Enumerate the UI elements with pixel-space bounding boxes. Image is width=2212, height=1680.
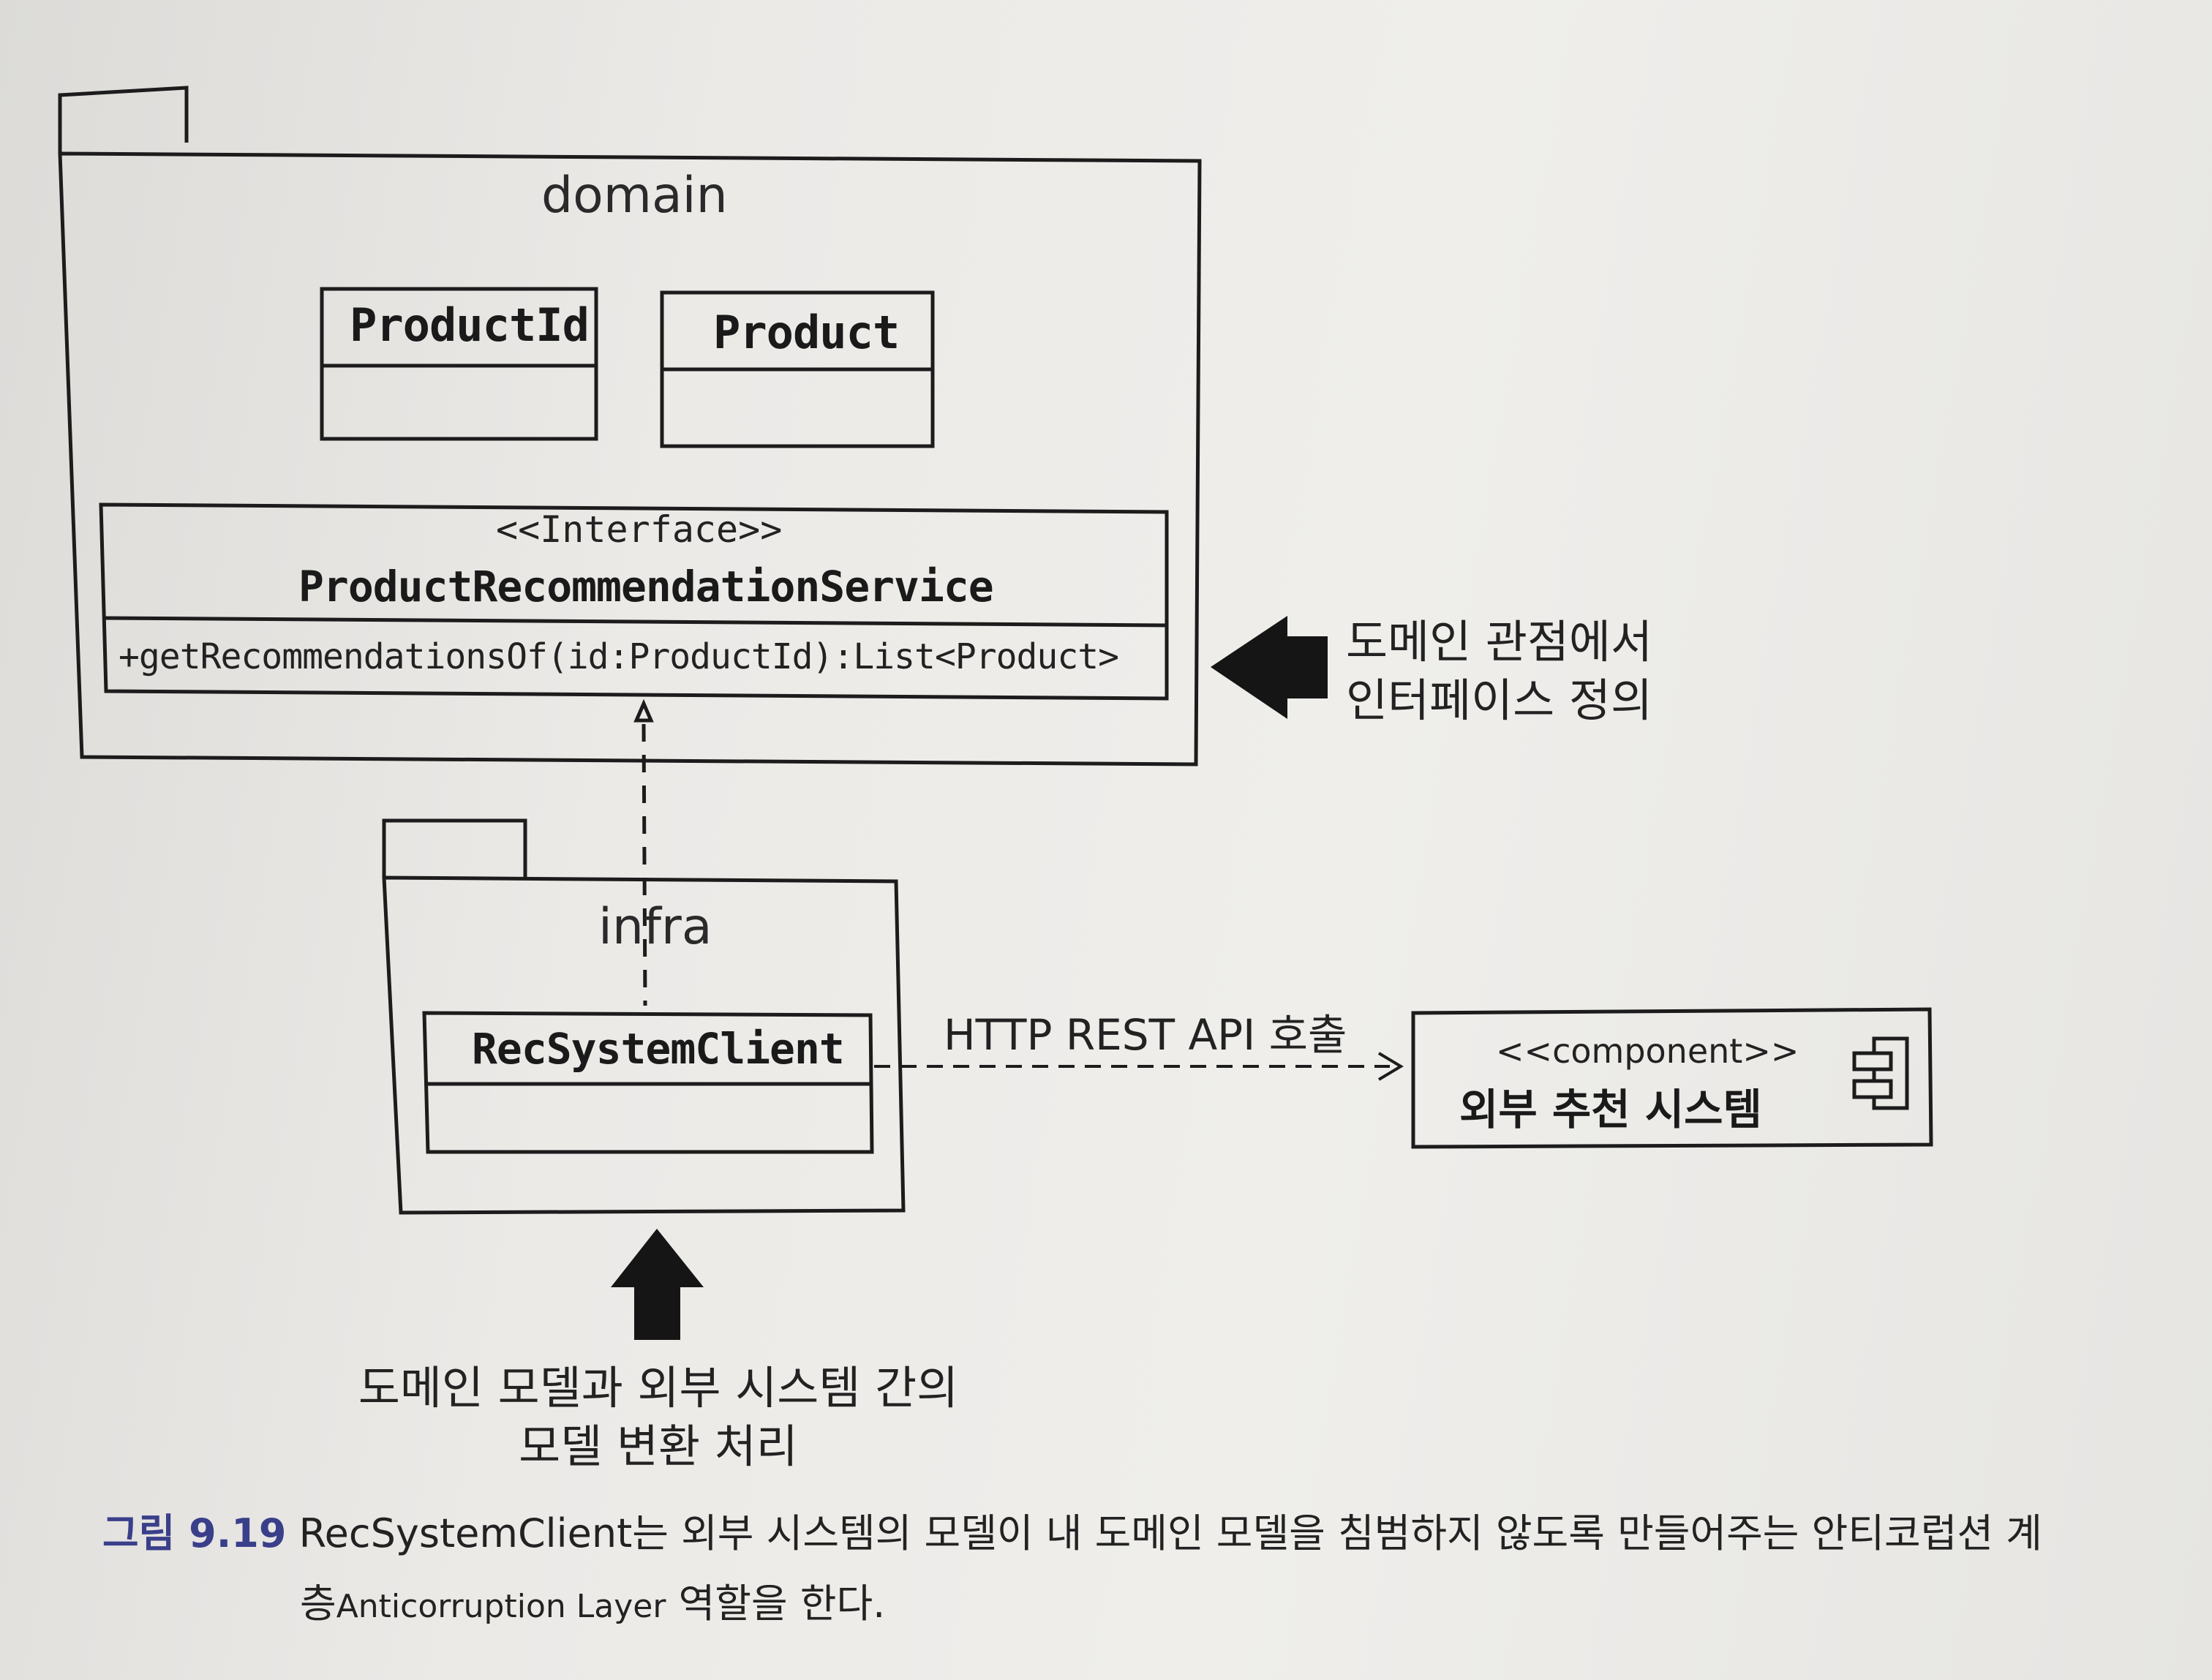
domain-interface-note-line2: 인터페이스 정의	[1346, 674, 1652, 727]
component-stereotype: <<component>>	[1496, 1031, 1799, 1071]
recsystemclient-class-name: RecSystemClient	[472, 1024, 845, 1074]
domain-interface-note-line1: 도메인 관점에서	[1346, 615, 1652, 668]
productid-class-box	[320, 287, 598, 441]
domain-package	[58, 86, 1202, 766]
infra-package-tab	[382, 818, 527, 878]
infra-package-label: infra	[598, 898, 712, 956]
translation-note-line1: 도메인 모델과 외부 시스템 간의	[358, 1361, 959, 1415]
component-icon	[1852, 1036, 1909, 1110]
figure-caption-line2: 층Anticorruption Layer 역할을 한다.	[300, 1571, 885, 1629]
up-pointer-arrow-icon	[611, 1229, 704, 1340]
interface-stereotype: <<Interface>>	[496, 508, 783, 551]
interface-class-name: ProductRecommendationService	[298, 562, 994, 611]
translation-note: 도메인 모델과 외부 시스템 간의 모델 변환 처리	[344, 1359, 973, 1476]
translation-note-line2: 모델 변환 처리	[519, 1420, 798, 1473]
caption-line2-english: Anticorruption Layer	[336, 1588, 666, 1625]
interface-method: +getRecommendationsOf(id:ProductId):List…	[118, 636, 1119, 677]
realization-arrow	[633, 698, 654, 1006]
recsystemclient-class-box	[422, 1011, 874, 1154]
component-name: 외부 추천 시스템	[1459, 1085, 1762, 1134]
product-class-box	[660, 290, 935, 448]
figure-number: 그림 9.19	[102, 1510, 287, 1556]
figure-caption-line1: 그림 9.19 RecSystemClient는 외부 시스템의 모델이 내 도…	[102, 1501, 2042, 1559]
domain-package-label: domain	[541, 167, 728, 225]
http-call-label: HTTP REST API 호출	[944, 1010, 1347, 1060]
domain-package-body	[58, 151, 1202, 766]
caption-line2-prefix: 층	[300, 1581, 336, 1627]
product-class-name: Product	[713, 306, 900, 359]
left-pointer-arrow-icon	[1211, 616, 1328, 719]
dependency-arrow	[874, 1052, 1404, 1081]
productid-class-name: ProductId	[350, 298, 590, 352]
domain-package-tab	[58, 86, 189, 154]
external-component-box	[1411, 1007, 1933, 1149]
caption-text-line1: RecSystemClient는 외부 시스템의 모델이 내 도메인 모델을 침…	[298, 1510, 2042, 1556]
domain-interface-note: 도메인 관점에서 인터페이스 정의	[1346, 613, 1652, 730]
infra-package-body	[382, 875, 906, 1215]
caption-line2-suffix: 역할을 한다.	[666, 1581, 886, 1627]
infra-package	[382, 818, 906, 1215]
interface-class-box	[99, 502, 1169, 701]
